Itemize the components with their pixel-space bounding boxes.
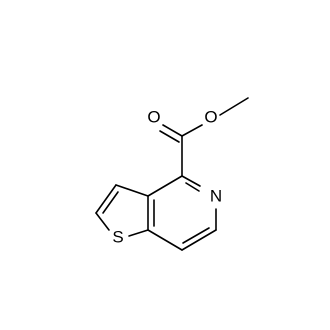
bond-c7-c7a	[147, 229, 183, 251]
bond-c6-c7	[181, 229, 217, 251]
bond-s-c7a	[128, 229, 149, 237]
atom-label-o-carbonyl: O	[147, 108, 160, 127]
bond-o-methyl	[219, 97, 249, 116]
bond-carbonyl-double-a	[162, 124, 183, 137]
atom-label-s: S	[112, 228, 123, 247]
bond-c2-s	[95, 212, 110, 231]
bond-c3a-c4	[147, 175, 183, 197]
bond-c3a-c3	[115, 184, 149, 197]
bonds	[95, 97, 249, 251]
bond-carbonyl-c-ester-o	[181, 124, 203, 137]
bond-c4-n	[181, 175, 201, 187]
bond-c3-c2-inner	[102, 191, 119, 214]
atom-label-o-ester: O	[204, 108, 217, 127]
atom-labels: O O N S	[112, 108, 222, 247]
atom-label-n: N	[210, 187, 222, 206]
bond-carbonyl-double-b	[159, 130, 180, 143]
bond-c3-c2	[95, 184, 117, 214]
bond-c4-n-inner	[185, 182, 200, 192]
bond-c6-c7-inner	[182, 227, 210, 244]
